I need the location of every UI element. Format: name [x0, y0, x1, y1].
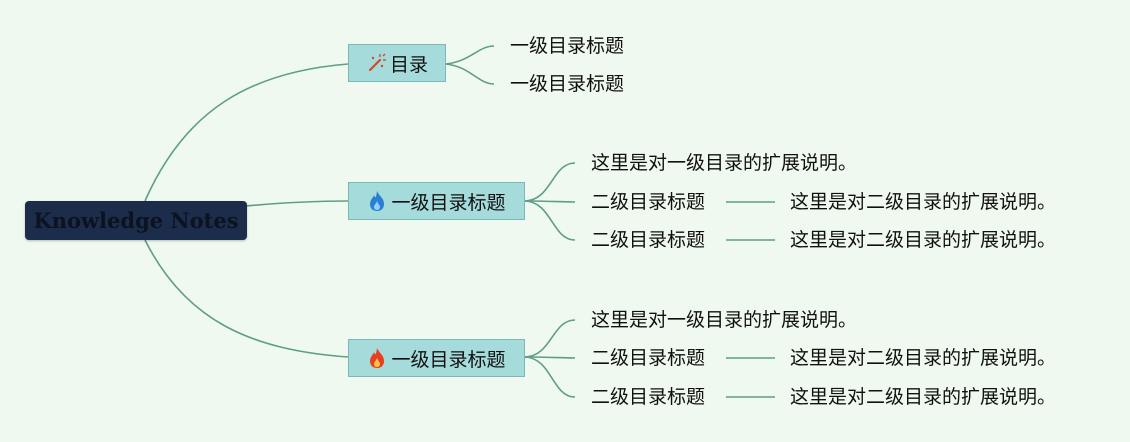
branch-a-sub-1-note[interactable]: 这里是对二级目录的扩展说明。	[790, 191, 1057, 213]
branch-a-sub-1[interactable]: 二级目录标题	[591, 191, 706, 213]
root-to-branch-3-line	[144, 239, 349, 358]
branch-toc-label: 目录	[389, 53, 428, 76]
branch-b-sub-1-note[interactable]: 这里是对二级目录的扩展说明。	[790, 347, 1057, 369]
branch-level1-b[interactable]: 一级目录标题	[348, 339, 525, 377]
branch-b-note[interactable]: 这里是对一级目录的扩展说明。	[591, 309, 858, 331]
branch-b-sub-2[interactable]: 二级目录标题	[591, 386, 706, 408]
toc-child-2-line	[444, 63, 495, 85]
b3-note-line	[524, 319, 576, 358]
toc-child-1-line	[444, 45, 495, 65]
blue-flame-icon	[370, 191, 385, 211]
branch-level1-a-label: 一级目录标题	[391, 191, 506, 214]
branch-a-sub-2[interactable]: 二级目录标题	[591, 229, 706, 251]
b3-sub1-line	[524, 356, 576, 359]
branch-toc[interactable]: 目录	[348, 44, 446, 82]
magic-wand-icon	[368, 53, 386, 72]
b2-sub1-line	[524, 200, 576, 203]
b2-sub2-line	[524, 200, 576, 241]
red-flame-icon	[370, 348, 385, 368]
branch-a-note[interactable]: 这里是对一级目录的扩展说明。	[591, 152, 858, 174]
b3-sub2-line	[524, 356, 576, 398]
toc-child-2[interactable]: 一级目录标题	[510, 73, 625, 95]
root-to-toc-line	[144, 63, 349, 202]
branch-b-sub-1[interactable]: 二级目录标题	[591, 347, 706, 369]
branch-b-sub-2-note[interactable]: 这里是对二级目录的扩展说明。	[790, 386, 1057, 408]
branch-a-sub-2-note[interactable]: 这里是对二级目录的扩展说明。	[790, 229, 1057, 251]
root-label: Knowledge Notes	[33, 208, 239, 233]
branch-level1-a[interactable]: 一级目录标题	[348, 182, 525, 220]
toc-child-1[interactable]: 一级目录标题	[510, 35, 625, 57]
root-node[interactable]: Knowledge Notes	[25, 201, 247, 240]
b2-note-line	[524, 162, 576, 202]
branch-level1-b-label: 一级目录标题	[391, 348, 506, 371]
root-to-branch-2-line	[245, 200, 349, 207]
